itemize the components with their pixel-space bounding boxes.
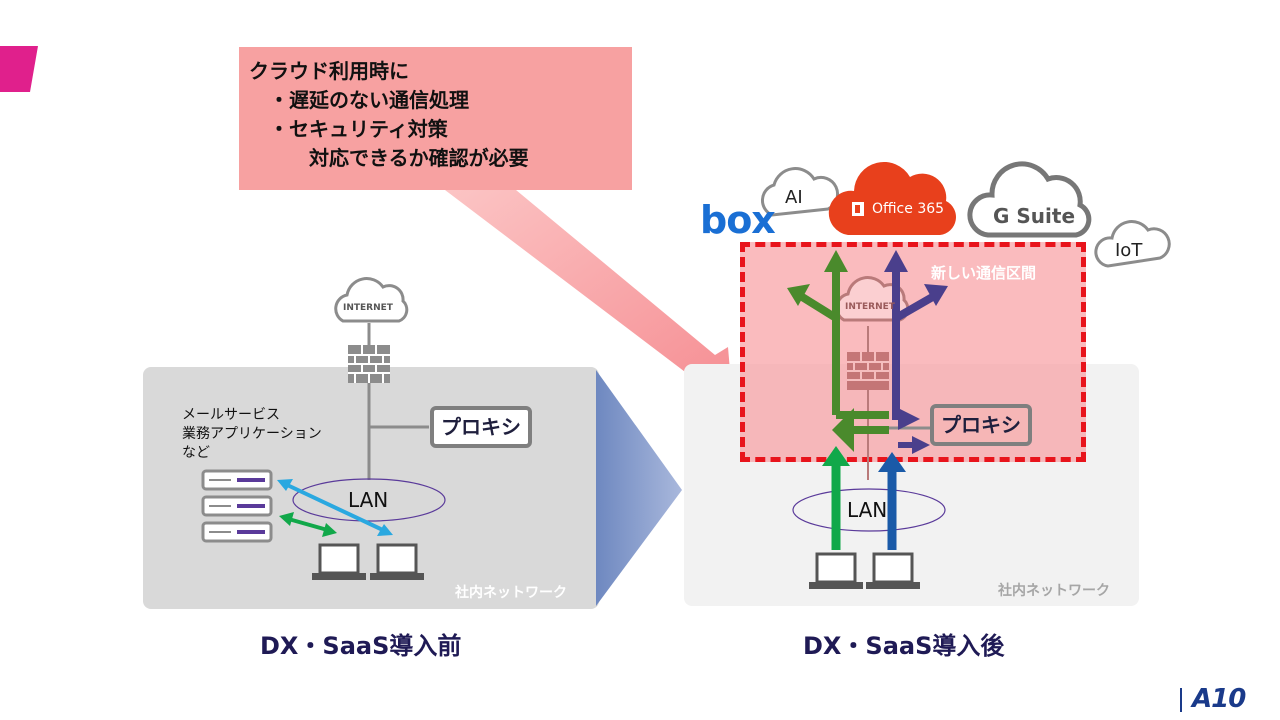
after-internet-label: INTERNET <box>845 302 895 312</box>
accent-tab <box>0 46 38 92</box>
lan-ellipse <box>292 478 446 522</box>
gsuite-label: G Suite <box>993 204 1076 228</box>
after-proxy-box: プロキシ <box>930 404 1032 446</box>
internet-cloud-icon <box>334 277 409 323</box>
callout-line: 対応できるか確認が必要 <box>249 146 529 170</box>
green-traffic-arrow <box>787 250 889 550</box>
iot-cloud-icon <box>1094 220 1171 268</box>
services-line: 業務アプリケーション <box>182 426 322 442</box>
after-network-label: 社内ネットワーク <box>998 583 1110 599</box>
before-network-label: 社内ネットワーク <box>455 585 567 601</box>
callout-line: ・遅延のない通信処理 <box>249 88 469 112</box>
office365-label: Office 365 <box>872 201 945 217</box>
before-diagram-graphics <box>201 277 446 580</box>
services-line: メールサービス <box>182 407 280 423</box>
callout-box: クラウド利用時に ・遅延のない通信処理 ・セキュリティ対策 対応できるか確認が必… <box>239 47 632 190</box>
logo-divider <box>1180 688 1182 712</box>
before-caption: DX・SaaS導入前 <box>260 632 462 660</box>
transition-arrow <box>596 370 682 606</box>
before-internet-label: INTERNET <box>343 303 393 313</box>
ai-cloud-icon <box>761 167 840 217</box>
purple-traffic-arrow <box>878 250 948 550</box>
cloud-services-graphics <box>761 161 1171 268</box>
services-label: メールサービス 業務アプリケーション など <box>182 406 322 463</box>
green-double-arrow <box>279 512 337 537</box>
blue-double-arrow <box>277 479 393 536</box>
after-lan-label: LAN <box>847 498 888 522</box>
callout-line: クラウド利用時に <box>249 59 409 83</box>
office365-cloud-icon <box>828 161 956 235</box>
ai-label: AI <box>785 187 803 208</box>
laptop-icon <box>809 552 863 589</box>
laptop-icon <box>370 543 424 580</box>
after-caption: DX・SaaS導入後 <box>803 632 1005 660</box>
new-zone-label: 新しい通信区間 <box>931 264 1037 282</box>
firewall-icon <box>348 345 390 383</box>
services-line: など <box>182 445 210 461</box>
lan-ellipse <box>792 488 946 532</box>
iot-label: IoT <box>1115 240 1143 261</box>
box-logo: box <box>700 198 776 242</box>
laptop-icon <box>866 552 920 589</box>
a10-logo: A10 <box>1192 684 1246 714</box>
after-diagram-graphics <box>787 250 948 589</box>
gsuite-cloud-icon <box>967 161 1092 238</box>
before-lan-label: LAN <box>348 488 389 512</box>
server-icon <box>201 469 273 543</box>
laptop-icon <box>312 543 366 580</box>
before-proxy-box: プロキシ <box>430 406 532 448</box>
firewall-icon <box>847 352 889 390</box>
callout-line: ・セキュリティ対策 <box>249 117 448 141</box>
